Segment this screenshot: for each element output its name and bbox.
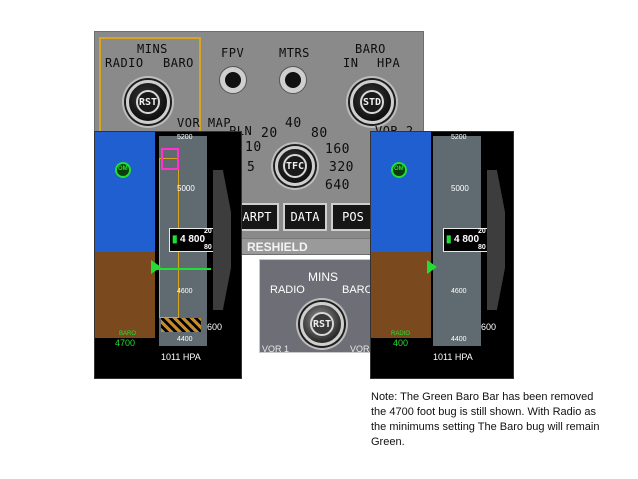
range-40: 40 <box>285 116 302 131</box>
vertical-speed-value: 600 <box>481 322 497 332</box>
alt-tick-4600: 4600 <box>451 288 467 295</box>
current-altitude-readout: ▮ 4 800 20 80 <box>443 228 489 252</box>
in-label: IN <box>343 56 359 70</box>
baro-setting: 1011 HPA <box>433 352 473 362</box>
mins-knob[interactable]: RST <box>126 80 170 124</box>
attitude-sky <box>371 132 431 252</box>
inset-vor1-label: VOR 1 <box>262 344 290 354</box>
data-button[interactable]: DATA <box>283 203 327 231</box>
range-640: 640 <box>325 178 350 193</box>
fpv-label: FPV <box>221 46 245 60</box>
range-10: 10 <box>245 140 262 155</box>
altitude-trend-icon: ▮ <box>172 234 178 245</box>
mins-mode-label: RADIO <box>391 331 411 337</box>
range-80: 80 <box>311 126 328 141</box>
alt-tick-4400: 4400 <box>451 336 467 343</box>
pos-button[interactable]: POS <box>331 203 375 231</box>
attitude-ground <box>95 252 155 338</box>
mins-selector-inset: MINS RADIO BARO RST VOR 1 VOR <box>259 259 377 354</box>
alt-tick-5000: 5000 <box>177 184 195 193</box>
range-5: 5 <box>247 160 256 175</box>
range-20: 20 <box>261 126 278 141</box>
range-160: 160 <box>325 142 350 157</box>
tfc-button[interactable]: TFC <box>283 154 307 178</box>
minimums-bug-icon <box>151 260 161 274</box>
current-altitude-readout: ▮ 4 800 20 80 <box>169 228 215 252</box>
range-knob[interactable]: TFC <box>275 146 315 186</box>
mins-mode-label: BARO <box>119 331 137 337</box>
vor-map-label: VOR MAP <box>177 116 232 130</box>
minimums-bug-icon <box>427 260 437 274</box>
hpa-label: HPA <box>377 56 401 70</box>
baro-minimums-line <box>153 268 211 270</box>
attitude-ground <box>371 252 431 338</box>
baro-label: BARO <box>163 56 194 70</box>
std-button[interactable]: STD <box>360 90 384 114</box>
alt-tick-5200: 5200 <box>451 134 467 141</box>
note-text: Note: The Green Baro Bar has been remove… <box>371 391 600 448</box>
mins-value: 400 <box>393 338 409 348</box>
baro-selector-label: BARO <box>355 42 386 56</box>
baro-setting: 1011 HPA <box>161 352 201 362</box>
radio-label: RADIO <box>105 56 144 70</box>
outer-marker-icon: OM <box>115 162 131 178</box>
inset-vor-label: VOR <box>350 344 370 354</box>
rst-button[interactable]: RST <box>136 90 160 114</box>
fpv-button[interactable] <box>219 66 247 94</box>
attitude-sky <box>95 132 155 252</box>
vertical-speed-value: 600 <box>207 322 223 332</box>
alt-tick-4400: 4400 <box>177 336 193 343</box>
vertical-speed-scale <box>213 170 231 310</box>
pfd-radio-minimums: OM 5200 5000 4600 4400 ▮ 4 800 20 80 600… <box>370 131 514 379</box>
inset-mins-label: MINS <box>308 270 338 284</box>
alt-tick-5200: 5200 <box>177 134 193 141</box>
pfd-baro-minimums: OM 5200 5000 4600 4400 ▮ 4 800 20 80 600… <box>94 131 242 379</box>
vertical-speed-scale <box>487 170 505 310</box>
mtrs-label: MTRS <box>279 46 310 60</box>
range-320: 320 <box>329 160 354 175</box>
altitude-trend-icon: ▮ <box>446 234 452 245</box>
inset-baro-label: BARO <box>342 284 374 296</box>
alt-tick-4600: 4600 <box>177 288 193 295</box>
inset-rst-button[interactable]: RST <box>310 312 334 336</box>
outer-marker-icon: OM <box>391 162 407 178</box>
mins-label: MINS <box>137 42 168 56</box>
alt-tick-5000: 5000 <box>451 184 469 193</box>
mtrs-button[interactable] <box>279 66 307 94</box>
mins-value: 4700 <box>115 338 136 348</box>
inset-mins-knob[interactable]: RST <box>300 302 344 346</box>
inset-radio-label: RADIO <box>270 284 305 296</box>
ground-proximity-hatch <box>161 318 201 332</box>
baro-knob[interactable]: STD <box>350 80 394 124</box>
selected-altitude-bug <box>161 148 179 170</box>
